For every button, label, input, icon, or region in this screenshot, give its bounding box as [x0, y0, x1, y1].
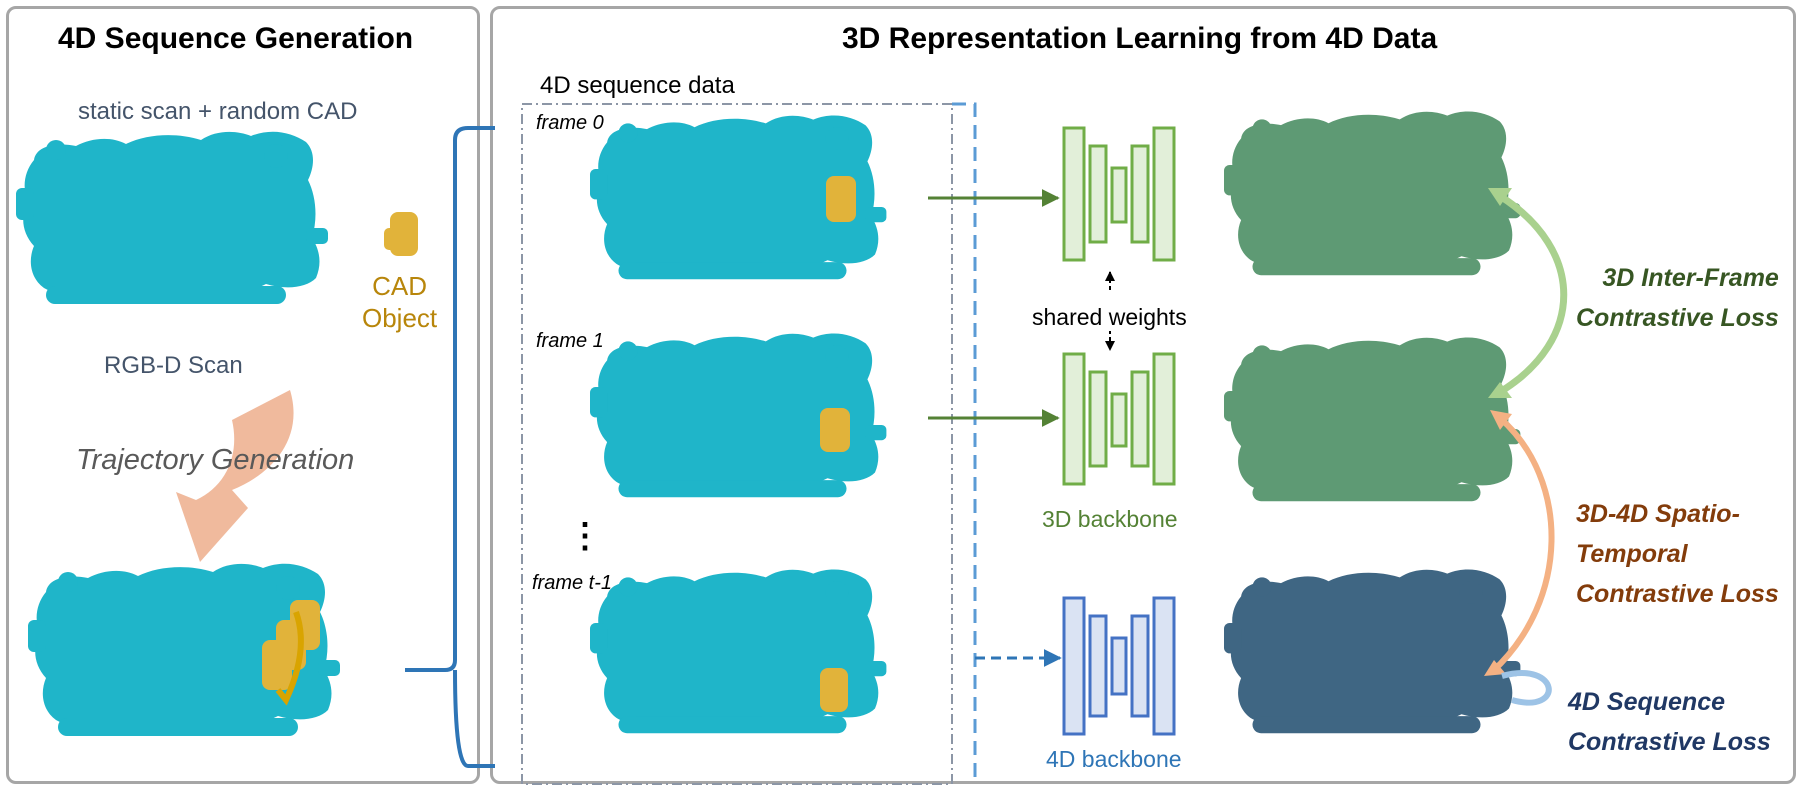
- frame-0-cad: [826, 176, 856, 222]
- spatio-temporal-loss-line-2: Temporal: [1576, 540, 1688, 568]
- inter-frame-loss-line-1: 3D Inter-Frame: [1602, 264, 1779, 292]
- feature-3d-frame-1: [1224, 337, 1521, 502]
- backbone-3d-label: 3D backbone: [1042, 506, 1178, 532]
- sequence-loss-line-2: Contrastive Loss: [1568, 728, 1771, 756]
- cad-label-line-1: CAD: [372, 271, 428, 301]
- cad-object: [384, 212, 418, 256]
- frame-1-cad: [820, 408, 850, 452]
- frame-0-label: frame 0: [536, 112, 604, 134]
- sequence-bracket: [405, 126, 495, 768]
- spatio-temporal-loss-line-3: Contrastive Loss: [1576, 580, 1779, 608]
- left-panel-title: 4D Sequence Generation: [58, 22, 414, 55]
- cad-label: CAD Object: [362, 270, 437, 334]
- right-panel: [490, 6, 1796, 784]
- inter-frame-loss-line-2: Contrastive Loss: [1576, 304, 1779, 332]
- scan-caption: static scan + random CAD: [78, 98, 358, 125]
- sequence-loss-arrow: [1501, 670, 1552, 706]
- feature-3d-frame-0: [1224, 111, 1521, 276]
- backbone-4d: [1062, 596, 1176, 736]
- inter-frame-loss-label: 3D Inter-Frame Contrastive Loss: [1576, 258, 1779, 338]
- sequence-loss-line-1: 4D Sequence: [1568, 688, 1726, 716]
- right-panel-title: 3D Representation Learning from 4D Data: [842, 22, 1438, 55]
- static-scan: [16, 131, 328, 304]
- frames-ellipsis: ⋮: [568, 517, 602, 555]
- backbone-3d-top: [1062, 126, 1176, 262]
- left-panel: [6, 6, 480, 784]
- backbone-3d-bottom: [1062, 352, 1176, 486]
- sequence-label: 4D sequence data: [540, 72, 735, 99]
- feature-4d-sequence: [1224, 569, 1521, 734]
- spatio-temporal-loss-arrow: [1489, 415, 1555, 675]
- spatio-temporal-loss-line-1: 3D-4D Spatio-: [1576, 500, 1740, 528]
- frame-t-1-label: frame t-1: [532, 572, 613, 594]
- rgbd-label: RGB-D Scan: [104, 352, 243, 379]
- sequence-loss-label: 4D Sequence Contrastive Loss: [1568, 682, 1771, 762]
- frame-1-label: frame 1: [536, 330, 604, 352]
- cad-label-line-2: Object: [362, 303, 438, 333]
- inter-frame-loss-arrow: [1498, 193, 1568, 395]
- trajectory-label: Trajectory Generation: [76, 444, 355, 476]
- trajectory-path: [275, 610, 304, 706]
- sequence-box: [521, 103, 953, 785]
- shared-weights-label: shared weights: [1032, 304, 1187, 331]
- spatio-temporal-loss-label: 3D-4D Spatio- Temporal Contrastive Loss: [1576, 494, 1779, 614]
- frame-t-1-cad: [820, 668, 848, 712]
- trajectory-arrow: [176, 390, 294, 562]
- backbone-4d-label: 4D backbone: [1046, 746, 1182, 772]
